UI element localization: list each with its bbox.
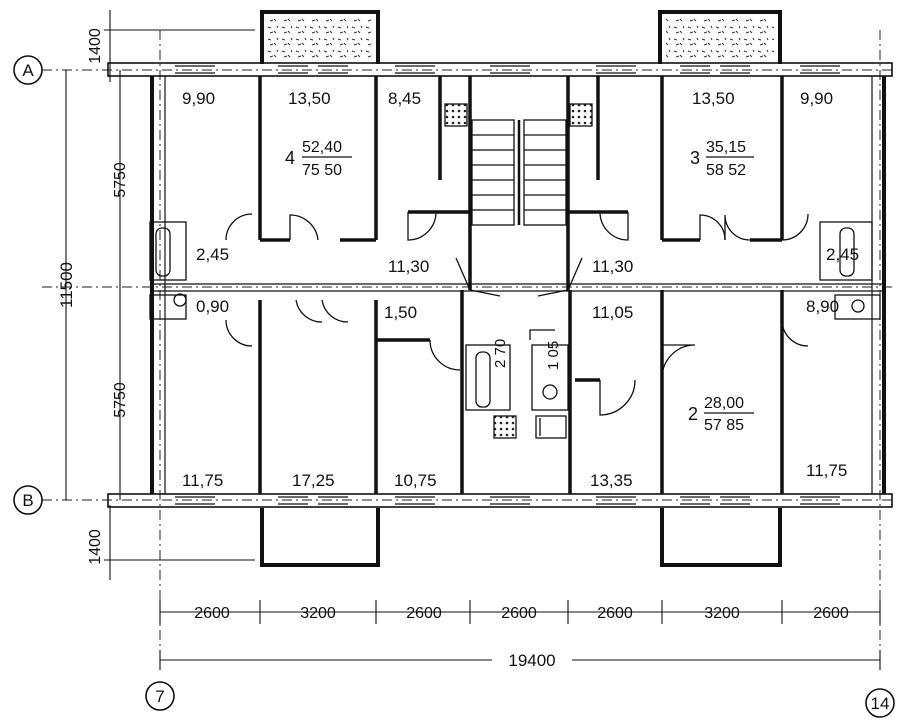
room-area: 2,45	[196, 245, 229, 264]
apartment-room-count: 3	[690, 148, 700, 168]
bay-dim-4: 2600	[501, 605, 537, 622]
apartment-total-area: 57 85	[704, 417, 744, 434]
room-area: 10,75	[394, 471, 437, 490]
axis-label-b: B	[22, 491, 33, 510]
apartment-living-area: 52,40	[302, 139, 342, 156]
bay-dim-1: 2600	[194, 605, 230, 622]
dim-upper-depth: 5750	[112, 162, 129, 198]
room-area: 2 70	[492, 339, 509, 368]
room-area: 0,90	[196, 297, 229, 316]
bay-dim-6: 3200	[704, 605, 740, 622]
apartment-room-count: 4	[285, 148, 295, 168]
room-area: 9,90	[800, 89, 833, 108]
room-area: 1 05	[545, 341, 562, 370]
axis-bubble-14: 14	[865, 688, 895, 718]
bay-dimensions: 2600 3200 2600 2600 2600 3200 2600	[194, 605, 849, 622]
room-area: 11,75	[182, 471, 223, 490]
bay-dim-5: 2600	[597, 605, 633, 622]
apartment-label-3room: 3 35,15 58 52	[690, 139, 754, 179]
axis-label-a: A	[22, 61, 34, 80]
dim-lower-depth: 5750	[112, 382, 129, 418]
balconies	[260, 10, 782, 567]
apartment-total-area: 58 52	[706, 162, 746, 179]
room-area: 13,50	[692, 89, 735, 108]
corridor-walls	[152, 283, 884, 292]
apartment-total-area: 75 50	[302, 162, 342, 179]
dim-total-depth: 11500	[57, 262, 76, 308]
apartment-label-2room: 2 28,00 57 85	[688, 395, 754, 434]
exterior-walls	[107, 62, 893, 508]
apartment-label-4room: 4 52,40 75 50	[285, 139, 352, 179]
room-area: 1,50	[384, 303, 417, 322]
axis-label-7: 7	[155, 687, 164, 706]
door-swings	[225, 211, 809, 416]
room-area: 11,05	[592, 303, 633, 322]
bay-dim-2: 3200	[300, 605, 336, 622]
room-area: 11,75	[806, 461, 847, 480]
staircase	[444, 103, 593, 226]
apartment-room-count: 2	[688, 404, 698, 424]
room-area: 8,90	[806, 297, 839, 316]
room-area: 2,45	[826, 245, 859, 264]
room-area: 8,45	[388, 89, 421, 108]
room-area: 17,25	[292, 471, 335, 490]
dim-total-width: 19400	[508, 651, 555, 670]
axis-label-14: 14	[871, 694, 890, 713]
room-area: 13,35	[590, 471, 633, 490]
apartment-living-area: 28,00	[704, 395, 744, 412]
room-area: 11,30	[388, 257, 429, 276]
dim-top-offset: 1400	[87, 28, 104, 64]
dimension-lines	[65, 10, 881, 670]
room-areas: 9,90 13,50 8,45 13,50 9,90 2,45 11,30 11…	[182, 89, 859, 490]
apartment-living-area: 35,15	[706, 139, 746, 156]
dim-total-bg	[492, 648, 572, 670]
sanitary-blocks	[149, 221, 881, 439]
axis-bubble-a: A	[13, 55, 43, 85]
axis-bubble-b: B	[13, 485, 43, 515]
bay-dim-7: 2600	[813, 605, 849, 622]
room-area: 9,90	[182, 89, 215, 108]
bay-dim-3: 2600	[406, 605, 442, 622]
axis-bubble-7: 7	[145, 681, 175, 711]
room-area: 11,30	[592, 257, 633, 276]
room-area: 13,50	[288, 89, 331, 108]
dim-bottom-offset: 1400	[87, 529, 104, 565]
